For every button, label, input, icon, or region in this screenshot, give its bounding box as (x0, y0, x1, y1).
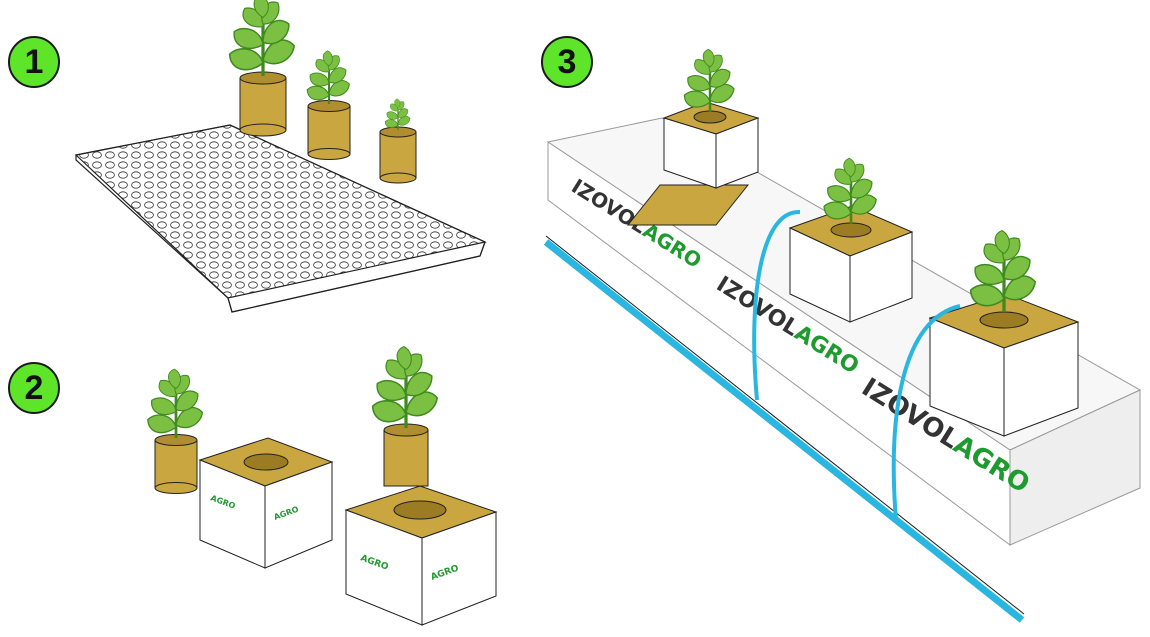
seedling-tray (74, 124, 487, 313)
starter-plug-large (226, 0, 298, 137)
step-number: 3 (557, 42, 577, 81)
drip-tube-2 (891, 304, 961, 521)
rockwool-cube-empty: AGRO AGRO (198, 437, 334, 569)
drip-line-outline (545, 235, 1025, 615)
step-badge-2: 2 (8, 362, 60, 414)
cube-on-slab-3 (928, 231, 1080, 437)
cube-on-slab-2 (788, 158, 914, 323)
cube-on-slab-1 (626, 49, 760, 226)
step-number: 1 (24, 42, 44, 81)
starter-plug-small (379, 99, 417, 184)
drip-irrigation-line (543, 239, 1025, 623)
step-badge-3: 3 (541, 36, 593, 88)
plug-before-transplant (145, 369, 206, 494)
step-number: 2 (24, 368, 44, 407)
drip-tube-1 (752, 209, 801, 401)
step-badge-1: 1 (8, 36, 60, 88)
rockwool-cube-with-plug: AGRO AGRO (344, 347, 498, 626)
starter-plug-medium (305, 51, 352, 160)
